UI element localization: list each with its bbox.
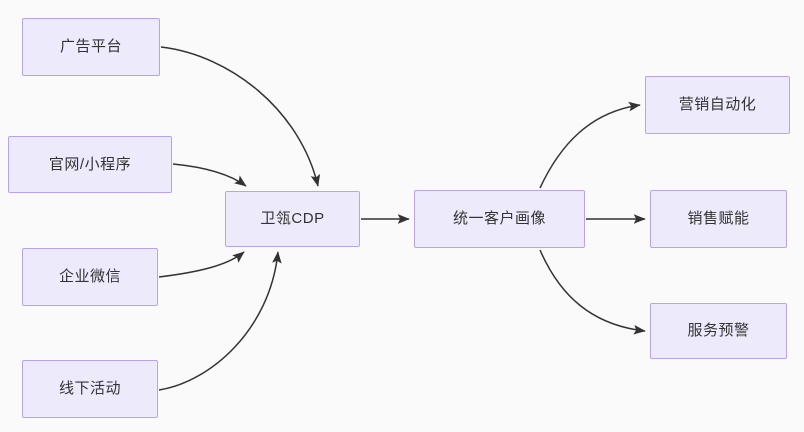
flow-node-offline-event[interactable]: 线下活动: [22, 360, 158, 418]
flow-edge-enterprise-wechat-to-cdp: [158, 251, 245, 278]
flow-node-label-unified-profile: 统一客户画像: [452, 210, 546, 227]
flow-node-ad-platform[interactable]: 广告平台: [22, 18, 160, 76]
flow-edge-profile-to-service: [539, 249, 646, 335]
flow-node-service-alert[interactable]: 服务预警: [650, 303, 787, 359]
flow-edge-profile-to-marketing: [539, 101, 641, 189]
flow-node-label-enterprise-wechat: 企业微信: [58, 268, 121, 285]
flow-node-label-ad-platform: 广告平台: [59, 38, 122, 55]
flow-node-marketing-automation[interactable]: 营销自动化: [645, 76, 790, 134]
flow-node-enterprise-wechat[interactable]: 企业微信: [22, 248, 158, 306]
flow-node-sales-enablement[interactable]: 销售赋能: [650, 190, 787, 248]
flow-edge-website-miniapp-to-cdp: [172, 163, 247, 187]
flow-node-label-weiling-cdp: 卫瓴CDP: [260, 210, 325, 227]
flow-node-label-offline-event: 线下活动: [58, 380, 121, 397]
flow-node-website-miniapp[interactable]: 官网/小程序: [8, 136, 172, 193]
flow-node-label-sales-enablement: 销售赋能: [687, 210, 750, 227]
flow-node-label-service-alert: 服务预警: [687, 322, 750, 339]
flow-node-weiling-cdp[interactable]: 卫瓴CDP: [225, 191, 360, 247]
flow-edge-ad-platform-to-cdp: [160, 46, 321, 187]
flow-node-unified-profile[interactable]: 统一客户画像: [414, 190, 585, 248]
flow-edge-offline-event-to-cdp: [158, 251, 282, 391]
flow-node-label-website-miniapp: 官网/小程序: [48, 155, 132, 173]
flow-node-label-marketing-automation: 营销自动化: [678, 96, 757, 113]
